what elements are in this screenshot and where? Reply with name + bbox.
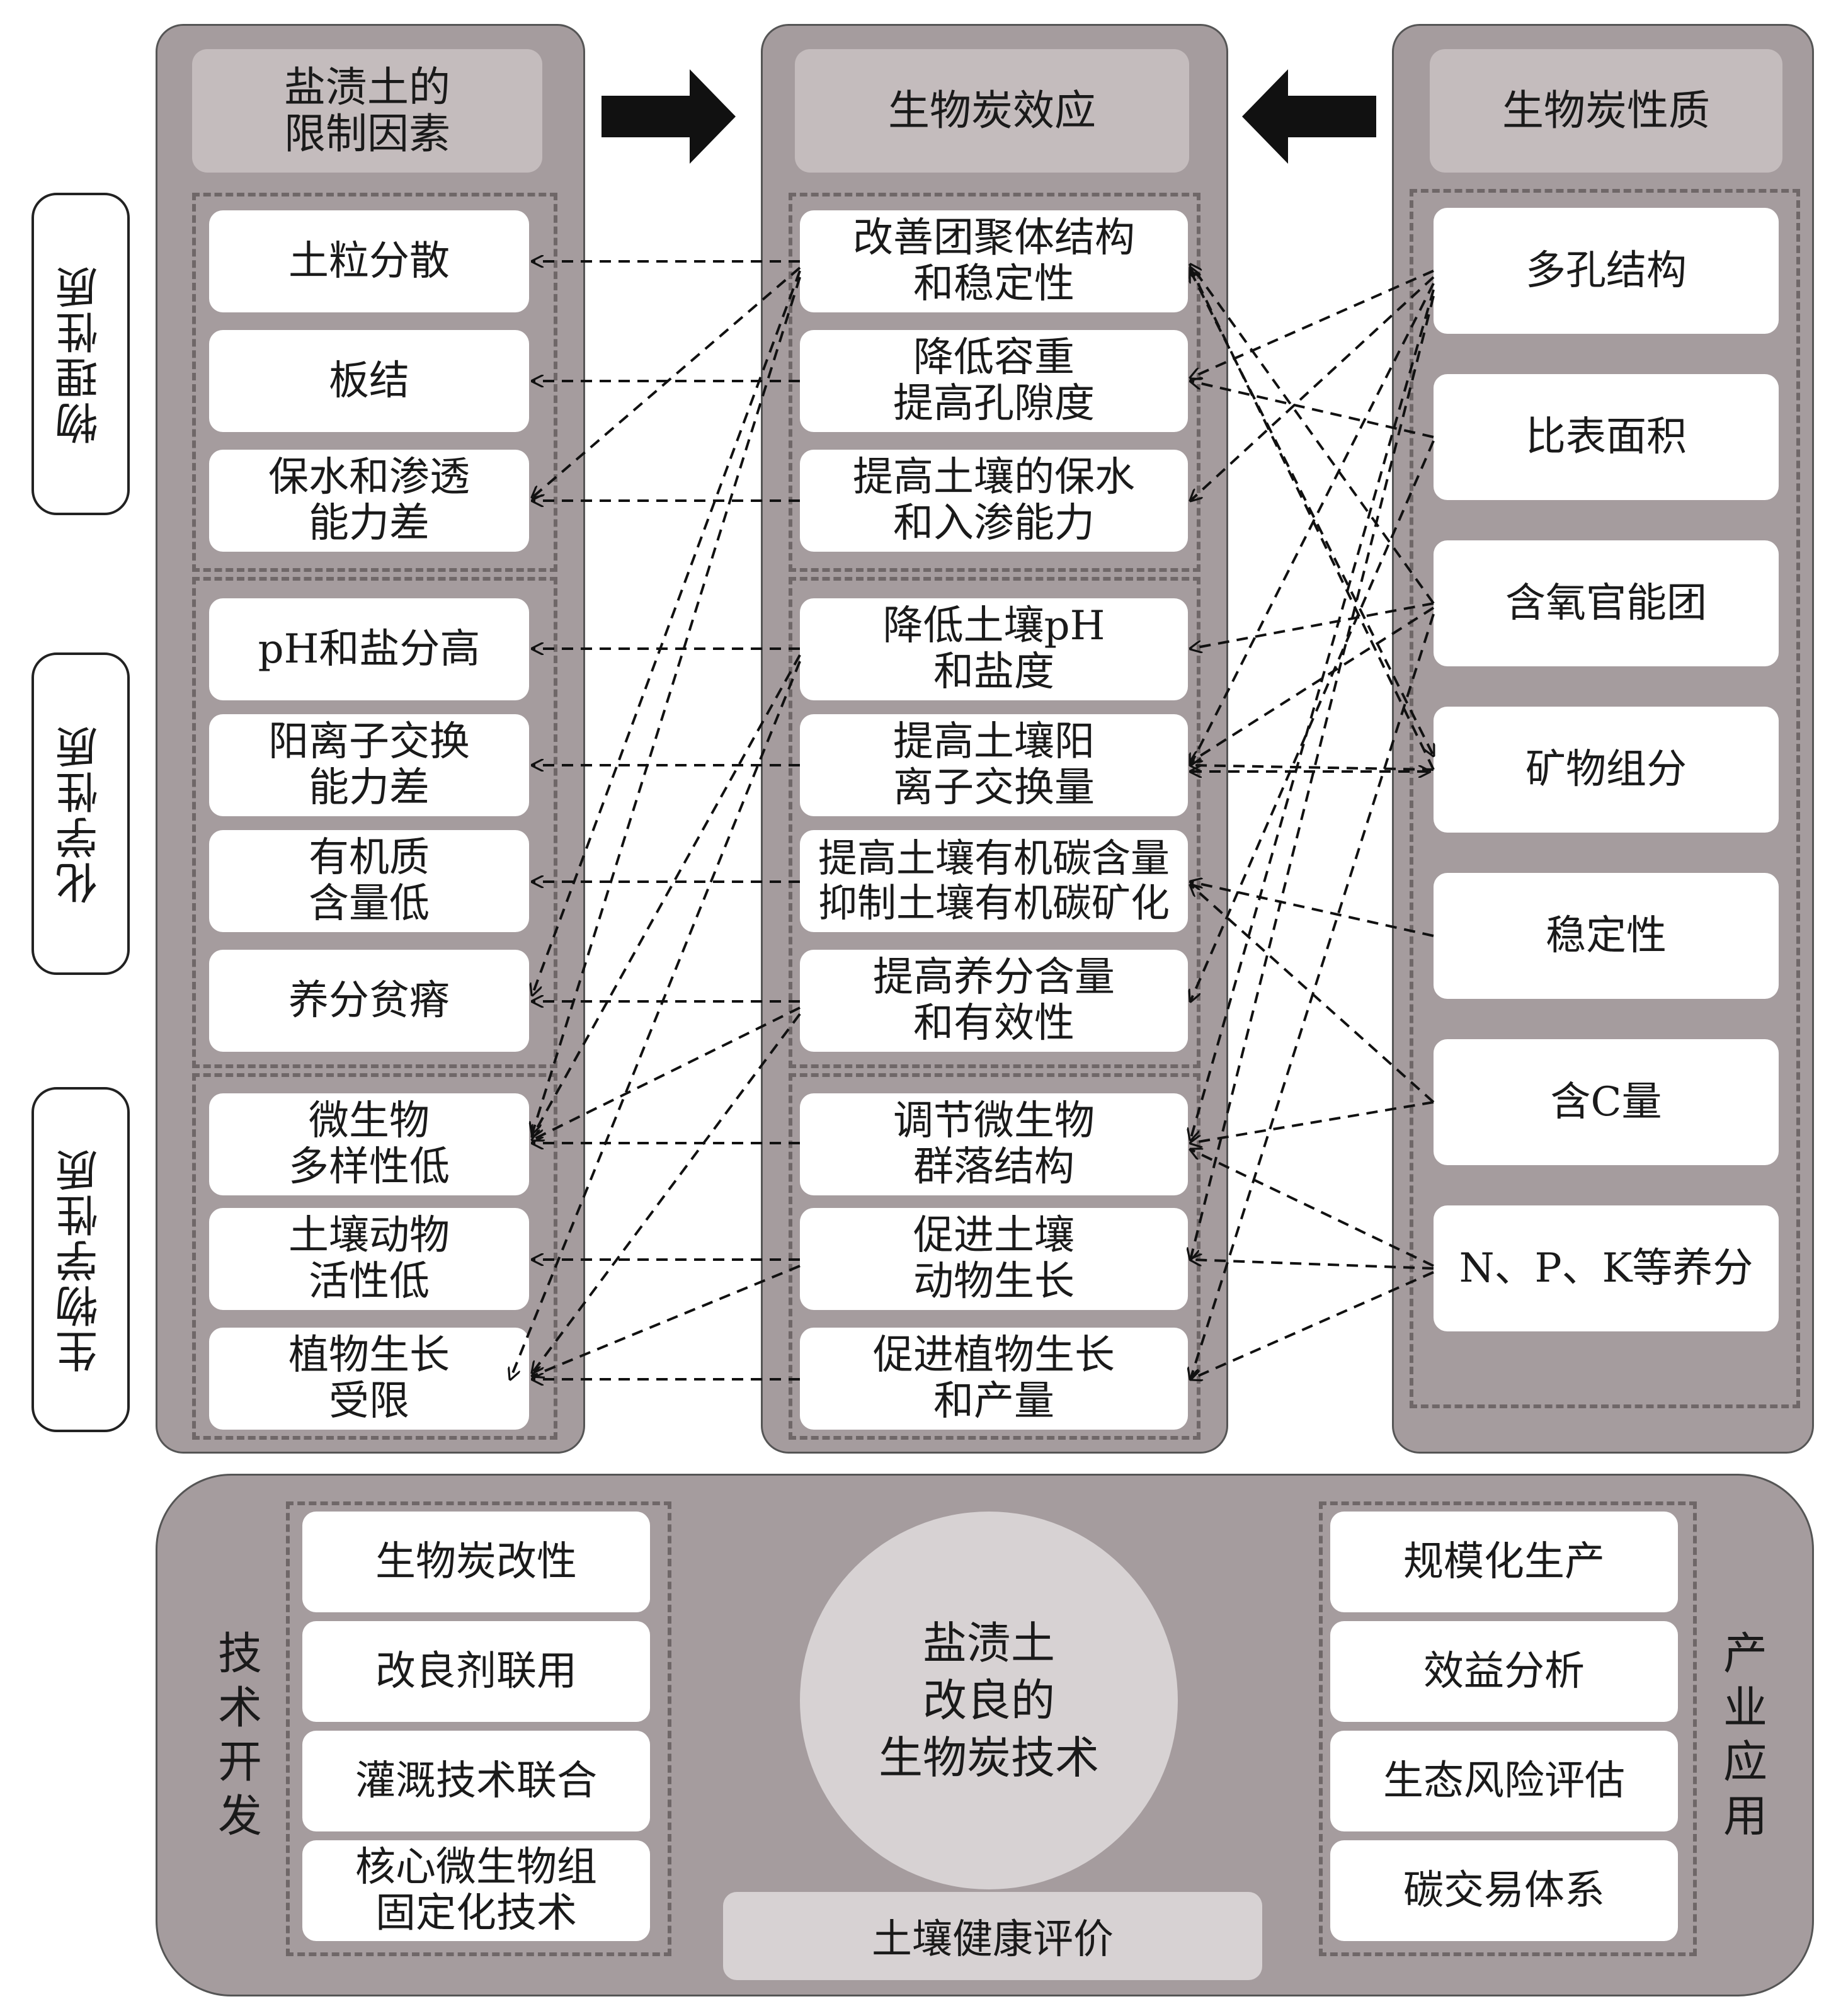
- effect-bulk-density-porosity: 降低容重 提高孔隙度: [800, 330, 1188, 432]
- tech-biochar-modification: 生物炭改性: [302, 1512, 650, 1612]
- link-carbon-microbial: [1190, 1101, 1434, 1143]
- factor-limited-plant-growth: 植物生长 受限: [209, 1328, 529, 1430]
- industrial-application-label-text: 产业应用: [1716, 1630, 1768, 1847]
- side-label-physical: 物理性质: [31, 193, 130, 515]
- factor-high-ph-salt: pH和盐分高: [209, 598, 529, 700]
- link-ph-microbial: [532, 654, 801, 1137]
- link-porous-aggregate: [1190, 270, 1434, 378]
- side-label-chemical: 化学性质: [31, 652, 130, 975]
- industrial-application-group: [1319, 1501, 1697, 1956]
- link-aggregate-mineral-return: [1190, 271, 1434, 756]
- effect-microbial-community: 调节微生物 群落结构: [800, 1093, 1188, 1195]
- link-mineral-cec: [1190, 765, 1434, 770]
- link-npk-plant: [1190, 1271, 1434, 1379]
- app-scaled-production: 规模化生产: [1330, 1512, 1678, 1612]
- soil-health-evaluation-bar: 土壤健康评价: [723, 1892, 1262, 1980]
- factor-low-fauna-activity: 土壤动物 活性低: [209, 1208, 529, 1310]
- biochar-effects-header: 生物炭效应: [795, 49, 1189, 173]
- link-npk-fauna: [1190, 1260, 1434, 1270]
- property-carbon-content: 含C量: [1434, 1039, 1779, 1165]
- block-arrow-left: [1242, 69, 1376, 164]
- link-npk-microbial: [1190, 1149, 1434, 1267]
- factor-low-microbial-diversity: 微生物 多样性低: [209, 1093, 529, 1195]
- link-aggregate-microbial: [532, 276, 801, 1134]
- property-oxygen-functional-groups: 含氧官能团: [1434, 540, 1779, 666]
- link-aggregate-nutrients: [532, 270, 801, 995]
- property-specific-surface-area: 比表面积: [1434, 374, 1779, 500]
- block-arrow-right: [602, 69, 736, 164]
- app-ecological-risk-assessment: 生态风险评估: [1330, 1731, 1678, 1831]
- link-porous-microbial: [1190, 289, 1435, 1140]
- factor-poor-water-retention: 保水和渗透 能力差: [209, 450, 529, 552]
- effect-soil-fauna-growth: 促进土壤 动物生长: [800, 1208, 1188, 1310]
- tech-amendment-combination: 改良剂联用: [302, 1621, 650, 1722]
- app-carbon-trading: 碳交易体系: [1330, 1840, 1678, 1941]
- chemical-group-left: [192, 577, 557, 1068]
- biochar-properties-header: 生物炭性质: [1430, 49, 1782, 173]
- link-aggregate-water: [532, 266, 801, 498]
- center-circle-biochar-technology: 盐渍土 改良的 生物炭技术: [800, 1512, 1178, 1889]
- link-surface-porosity: [1190, 381, 1434, 438]
- effect-nutrient-availability: 提高养分含量 和有效性: [800, 950, 1188, 1052]
- property-npk-nutrients: N、P、K等养分: [1434, 1205, 1779, 1331]
- property-porous-structure: 多孔结构: [1434, 208, 1779, 334]
- link-nutrients-microbial: [532, 1006, 801, 1140]
- app-benefit-analysis: 效益分析: [1330, 1621, 1678, 1722]
- effect-plant-growth-yield: 促进植物生长 和产量: [800, 1328, 1188, 1430]
- effect-soil-organic-carbon: 提高土壤有机碳含量 抑制土壤有机碳矿化: [800, 830, 1188, 932]
- biological-group-left: [192, 1073, 557, 1440]
- tech-development-label: 技术开发: [199, 1612, 275, 1864]
- effect-aggregate-structure: 改善团聚体结构 和稳定性: [800, 210, 1188, 312]
- side-label-biological: 生物学性质: [31, 1087, 130, 1432]
- industrial-application-label: 产业应用: [1704, 1612, 1780, 1864]
- link-ph-plant: [510, 661, 801, 1379]
- tech-microbiome-immobilization: 核心微生物组 固定化技术: [302, 1840, 650, 1941]
- effect-water-retention-infiltration: 提高土壤的保水 和入渗能力: [800, 450, 1188, 552]
- factor-compaction: 板结: [209, 330, 529, 432]
- factor-low-organic-matter: 有机质 含量低: [209, 830, 529, 932]
- factor-poor-cec: 阳离子交换 能力差: [209, 714, 529, 816]
- link-oxygen-aggregate: [1190, 265, 1435, 605]
- tech-irrigation-integration: 灌溉技术联合: [302, 1731, 650, 1831]
- factor-soil-dispersion: 土粒分散: [209, 210, 529, 312]
- property-mineral-components: 矿物组分: [1434, 707, 1779, 833]
- properties-group: [1410, 189, 1800, 1408]
- link-fauna-plant: [532, 1265, 801, 1376]
- property-stability: 稳定性: [1434, 873, 1779, 999]
- factor-nutrient-poor: 养分贫瘠: [209, 950, 529, 1052]
- limiting-factors-header: 盐渍土的 限制因素: [192, 49, 542, 173]
- link-porous-fauna: [1190, 295, 1435, 1260]
- link-nutrients-plant: [532, 1013, 801, 1373]
- link-carbon-organic-carbon: [1190, 885, 1435, 1103]
- tech-development-label-text: 技术开发: [210, 1630, 263, 1847]
- effect-raise-cec: 提高土壤阳 离子交换量: [800, 714, 1188, 816]
- tech-development-group: [286, 1501, 671, 1956]
- physical-group-left: [192, 193, 557, 572]
- effect-lower-ph-salinity: 降低土壤pH 和盐度: [800, 598, 1188, 700]
- link-stability-organic-carbon: [1190, 882, 1434, 937]
- link-oxygen-ph: [1190, 602, 1434, 649]
- chemical-group-middle: [789, 577, 1200, 1068]
